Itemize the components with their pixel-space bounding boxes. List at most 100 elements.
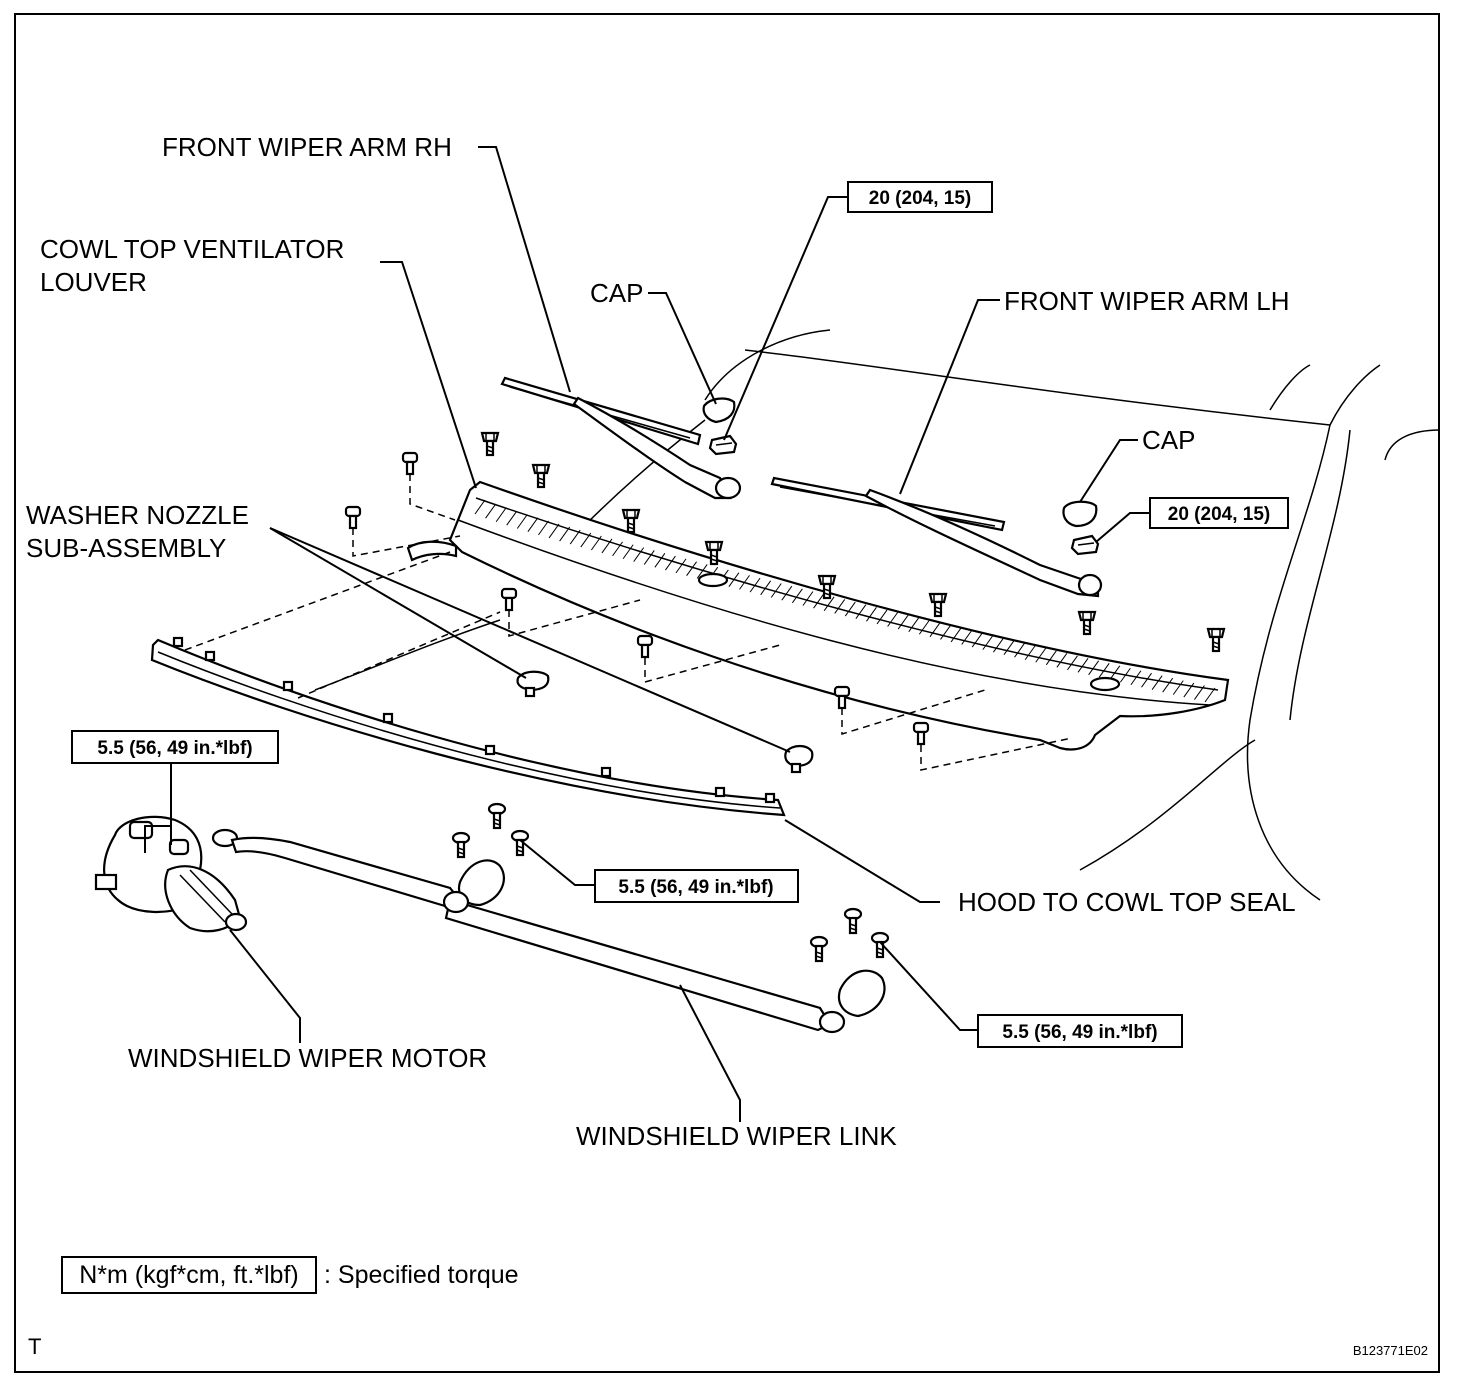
- louver-hatch-line: [1172, 680, 1184, 695]
- torque-box-motor-bolts: 5.5 (56, 49 in.*lbf): [71, 730, 279, 764]
- label-washer-nozzle-line1: WASHER NOZZLE: [26, 500, 249, 530]
- assembly-guide-lines: [184, 474, 1073, 771]
- louver-hatch-line: [1077, 658, 1089, 673]
- louver-hatch-line: [1194, 685, 1205, 700]
- louver-hatch-line: [612, 541, 623, 557]
- louver-hatch-line: [485, 503, 496, 519]
- louver-hatch-line: [1109, 665, 1121, 681]
- front-wiper-arm-rh: [500, 376, 742, 500]
- louver-hatch-line: [1088, 660, 1100, 676]
- windshield-wiper-motor: [94, 815, 248, 933]
- louver-hatch-line: [749, 577, 761, 593]
- clip-1: [401, 451, 419, 476]
- louver-hatch-line: [1183, 682, 1195, 698]
- hood-to-cowl-top-seal: [150, 636, 786, 817]
- louver-hatch-line: [961, 630, 973, 645]
- link-bolt-6: [870, 931, 890, 959]
- louver-hatch-line: [1035, 647, 1047, 663]
- louver-hatch-line: [580, 532, 592, 548]
- torque-box-lh-arm-nut: 20 (204, 15): [1149, 497, 1289, 529]
- clip-6: [912, 721, 930, 746]
- louver-hatch-line: [1130, 670, 1142, 686]
- louver-hatch-line: [1003, 640, 1015, 655]
- label-hood-to-cowl-seal: HOOD TO COWL TOP SEAL: [958, 887, 1296, 917]
- louver-hatch-line: [1056, 653, 1068, 668]
- louver-hatch-line: [1024, 645, 1036, 661]
- screw-3: [621, 508, 641, 534]
- louver-hatch-line: [548, 523, 560, 539]
- label-wiper-motor: WINDSHIELD WIPER MOTOR: [128, 1043, 487, 1073]
- svg-text:5.5 (56, 49 in.*lbf): 5.5 (56, 49 in.*lbf): [1002, 1022, 1157, 1043]
- louver-hatch-line: [495, 507, 507, 523]
- svg-text:20 (204, 15): 20 (204, 15): [869, 188, 971, 209]
- clip-2: [344, 505, 362, 530]
- cap-lh: [1062, 500, 1098, 528]
- link-bolt-2: [451, 831, 471, 859]
- svg-text:5.5 (56, 49 in.*lbf): 5.5 (56, 49 in.*lbf): [618, 877, 773, 898]
- label-cap-right: CAP: [1142, 425, 1195, 455]
- link-bolt-4: [843, 907, 863, 935]
- svg-text:5.5 (56, 49 in.*lbf): 5.5 (56, 49 in.*lbf): [97, 738, 252, 759]
- louver-hatch-line: [855, 604, 867, 619]
- louver-hatch-line: [1162, 677, 1174, 693]
- screw-2: [531, 463, 551, 489]
- louver-hatch-line: [665, 555, 676, 571]
- louver-hatch-line: [686, 561, 698, 576]
- louver-hatch-line: [844, 601, 856, 617]
- seal-clip: [204, 650, 216, 662]
- louver-hatch-line: [908, 617, 920, 632]
- louver-hatch-line: [696, 564, 708, 579]
- louver-hatch-line: [802, 591, 814, 606]
- louver-hatch-line: [1045, 650, 1057, 666]
- label-cowl-louver-line1: COWL TOP VENTILATOR: [40, 234, 344, 264]
- louver-hatch-line: [675, 558, 687, 574]
- louver-hatch-line: [950, 627, 962, 643]
- link-bolt-1: [487, 802, 507, 830]
- screw-6: [928, 592, 948, 618]
- louver-hatch-line: [823, 596, 835, 612]
- clip-4: [636, 634, 654, 659]
- washer-nozzle-right: [784, 744, 814, 768]
- nut-lh: [1070, 534, 1100, 556]
- torque-box-link-left-bolts: 5.5 (56, 49 in.*lbf): [594, 869, 799, 903]
- seal-clip: [484, 744, 496, 756]
- screw-7: [1077, 610, 1097, 636]
- leader-lines: [144, 146, 1150, 1122]
- figure-code: B123771E02: [1353, 1343, 1428, 1358]
- louver-hatch-line: [516, 514, 528, 529]
- louver-hatch-line: [559, 526, 571, 542]
- louver-hatch-line: [887, 612, 899, 627]
- louver-hatch-line: [971, 632, 983, 648]
- louver-hatch-line: [538, 520, 549, 536]
- louver-hatch-line: [1141, 672, 1152, 688]
- louver-hatch-line: [590, 535, 602, 551]
- louver-hatch-line: [506, 510, 518, 526]
- louver-hatch-line: [1204, 687, 1216, 703]
- label-cap-top: CAP: [590, 278, 643, 308]
- svg-text:20 (204, 15): 20 (204, 15): [1168, 504, 1270, 525]
- louver-hatch-line: [527, 517, 539, 533]
- louver-hatch-line: [643, 550, 655, 565]
- screw-1: [480, 431, 500, 457]
- seal-clip: [172, 636, 184, 648]
- louver-hatch-line: [739, 575, 750, 590]
- seal-clip: [764, 792, 776, 804]
- torque-box-link-right-bolts: 5.5 (56, 49 in.*lbf): [977, 1014, 1183, 1048]
- louver-hatch-line: [654, 552, 666, 568]
- louver-hatch-line: [940, 625, 951, 640]
- seal-clip: [714, 786, 726, 798]
- torque-legend: N*m (kgf*cm, ft.*lbf) : Specified torque: [61, 1256, 519, 1294]
- louver-hatch-line: [1098, 662, 1110, 678]
- louver-hatching: [474, 499, 1216, 703]
- louver-hatch-line: [866, 607, 877, 622]
- louver-hatch-line: [1014, 642, 1025, 658]
- nut-rh: [708, 434, 738, 456]
- louver-hatch-line: [781, 585, 793, 601]
- louver-hatch-line: [633, 547, 645, 562]
- louver-hatch-line: [918, 619, 930, 635]
- louver-hatch-line: [760, 580, 772, 596]
- louver-hatch-line: [569, 529, 581, 545]
- screw-8: [1206, 627, 1226, 653]
- louver-hatch-line: [622, 544, 634, 560]
